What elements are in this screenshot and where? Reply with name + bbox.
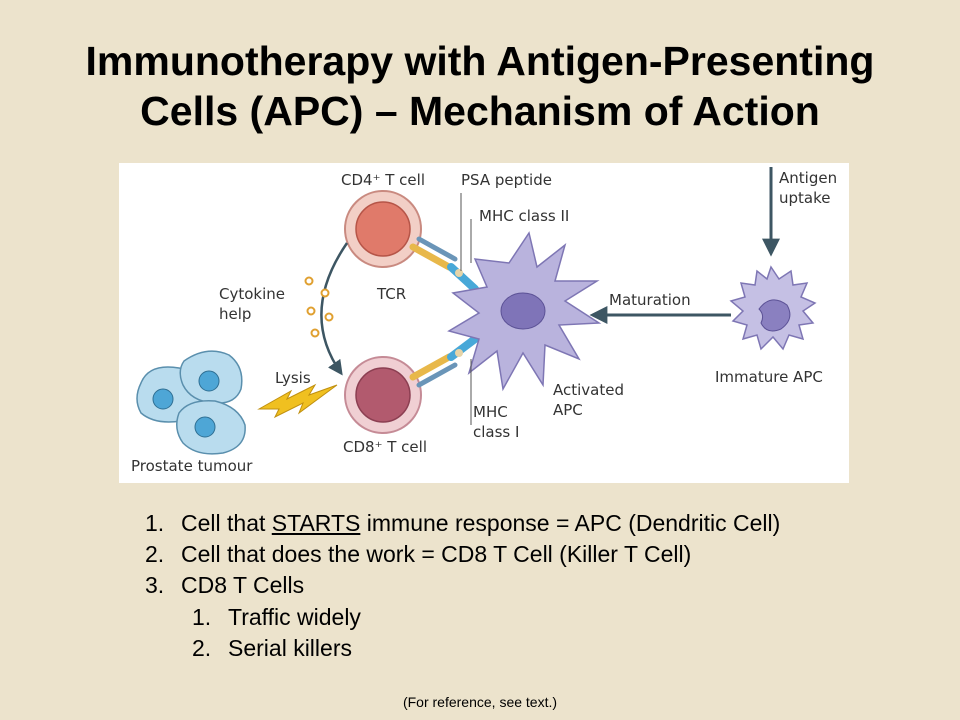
sub-list-item-number: 1. [192,604,212,630]
maturation-label: Maturation [609,291,691,309]
mechanism-diagram: Prostate tumour Lysis CD4⁺ T cell CD8⁺ T… [119,163,849,483]
list-item-emphasis: STARTS [271,510,361,536]
title-line-2: Cells (APC) – Mechanism of Action [140,88,820,134]
tcr-label: TCR [376,285,406,303]
cd8-t-cell [344,356,422,434]
mhc-class-i-label-1: MHC [473,403,508,421]
cd8-label: CD8⁺ T cell [343,438,427,456]
sub-list-item-text: Traffic widely [228,604,361,630]
prostate-tumour-cells [136,350,246,455]
activated-apc-label-1: Activated [553,381,624,399]
list-item-number: 1. [145,510,165,536]
immature-apc-label: Immature APC [715,368,823,386]
tcr-mhc2-complex [409,236,479,293]
list-item-text: Cell that STARTS immune response = APC (… [181,508,780,539]
label-leader-lines [460,193,472,425]
cytokine-dots [304,276,334,338]
list-item-number: 3. [145,572,165,598]
sub-list-item-text: Serial killers [228,635,352,661]
psa-peptide-label: PSA peptide [461,171,552,189]
lysis-label: Lysis [275,369,311,387]
antigen-label-1: Antigen [779,169,837,187]
mhc-class-ii-label: MHC class II [479,207,569,225]
reference-footnote: (For reference, see text.) [402,694,558,710]
list-item-text: CD8 T Cells [181,572,305,598]
slide-title: Immunotherapy with Antigen-Presenting Ce… [0,36,960,136]
prostate-tumour-label: Prostate tumour [131,457,253,475]
cd4-t-cell [344,190,422,268]
activated-apc [447,231,602,392]
sub-list-item-number: 2. [192,635,212,661]
list-item-text-post: immune response = APC (Dendritic Cell) [360,510,781,536]
list-item-text-pre: Cell that [181,510,272,536]
activated-apc-label-2: APC [553,401,583,419]
list-item-text: Cell that does the work = CD8 T Cell (Ki… [181,541,692,567]
cytokine-label-2: help [219,305,251,323]
tcr-mhc1-complex [409,335,479,388]
antigen-label-2: uptake [779,189,830,207]
title-line-1: Immunotherapy with Antigen-Presenting [85,38,875,84]
list-item-number: 2. [145,541,165,567]
cytokine-arrow [320,242,349,376]
cd4-label: CD4⁺ T cell [341,171,425,189]
lysis-bolt [257,383,338,419]
diagram-svg: Prostate tumour Lysis CD4⁺ T cell CD8⁺ T… [131,167,837,475]
mhc-class-i-label-2: class I [473,423,519,441]
immature-apc [729,265,817,351]
cytokine-label-1: Cytokine [219,285,285,303]
